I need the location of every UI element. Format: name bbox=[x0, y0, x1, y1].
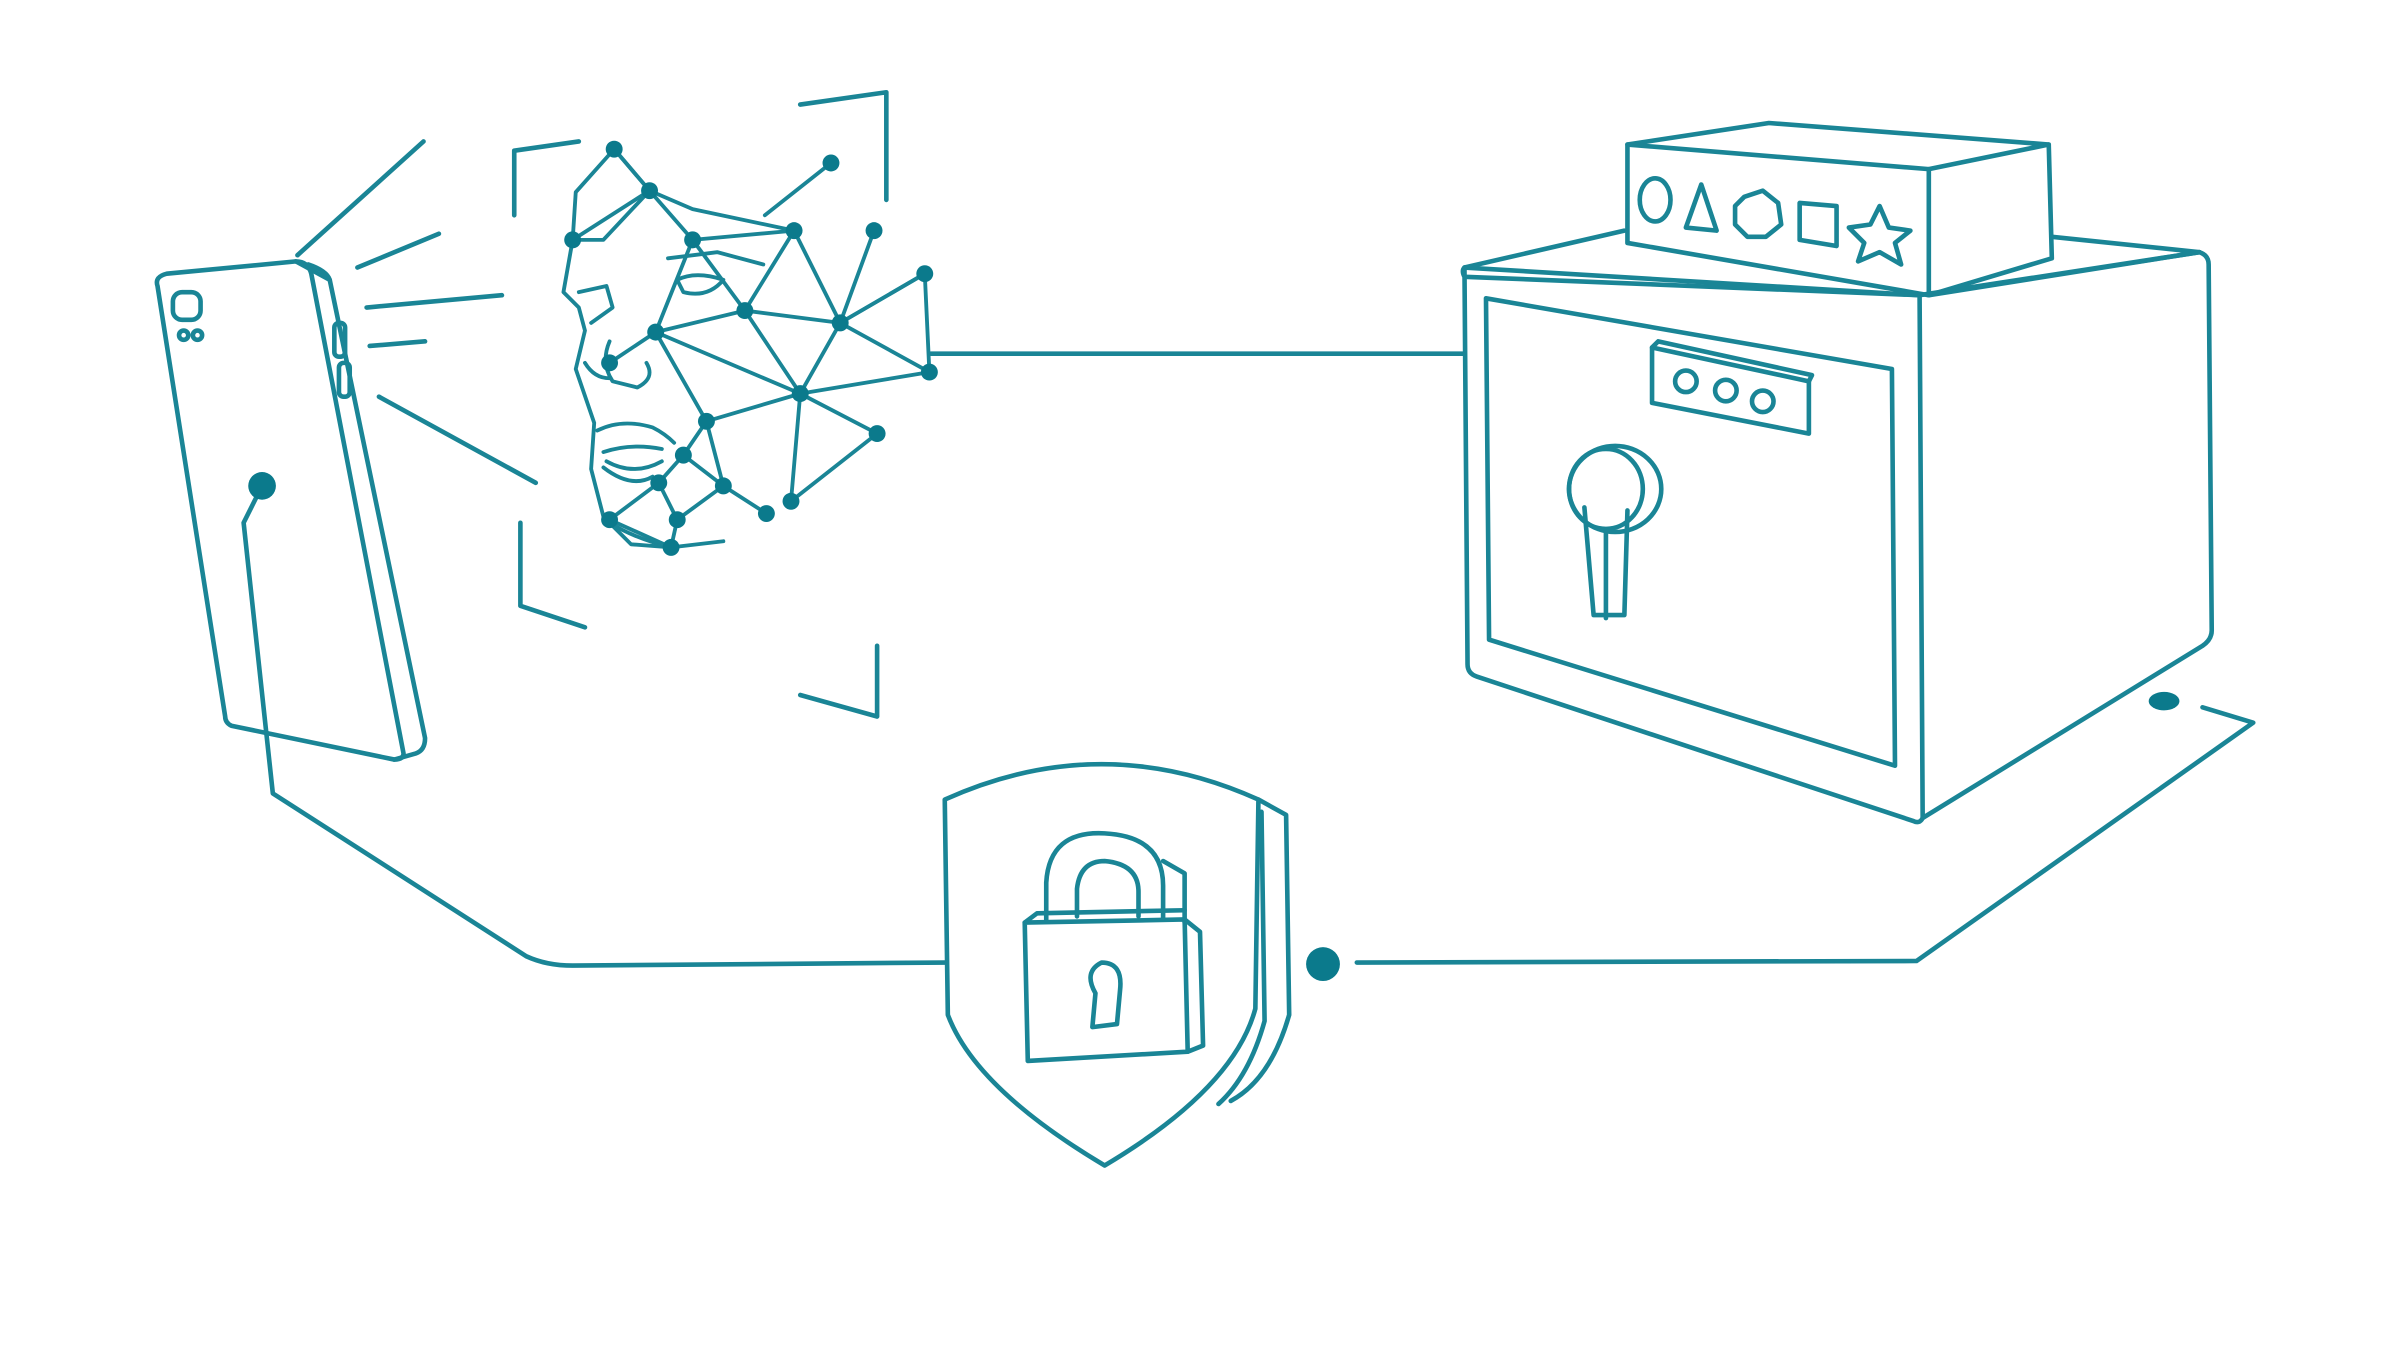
shape-code-panel-icon bbox=[1625, 120, 2055, 298]
shape-star bbox=[1846, 203, 1913, 267]
smartphone-icon bbox=[154, 139, 539, 762]
connector-phone-to-shield bbox=[241, 483, 948, 968]
connector-dots bbox=[248, 472, 2180, 981]
connector-shield-to-safe bbox=[1354, 704, 2256, 965]
shield-connector-dot bbox=[1306, 947, 1340, 981]
shield-padlock-icon bbox=[942, 761, 1292, 1168]
shape-oval bbox=[1637, 176, 1673, 224]
face-outline bbox=[561, 147, 796, 550]
keyhole-icon bbox=[1088, 960, 1123, 1030]
safe-icon bbox=[1460, 228, 2215, 825]
face-mesh-lines bbox=[570, 147, 932, 550]
face-mesh-nodes bbox=[564, 140, 938, 556]
safe-dial-plate bbox=[1649, 345, 1812, 436]
safe-connector-dot bbox=[2148, 691, 2180, 711]
face-scan-mesh-icon bbox=[511, 89, 938, 719]
safe-handle bbox=[1566, 443, 1664, 621]
scan-frame-brackets bbox=[511, 89, 889, 719]
phone-connector-dot bbox=[248, 472, 276, 500]
connector-lines bbox=[241, 351, 2256, 968]
shape-octagon bbox=[1732, 188, 1784, 240]
shape-triangle bbox=[1683, 182, 1719, 233]
shape-square bbox=[1797, 200, 1839, 249]
